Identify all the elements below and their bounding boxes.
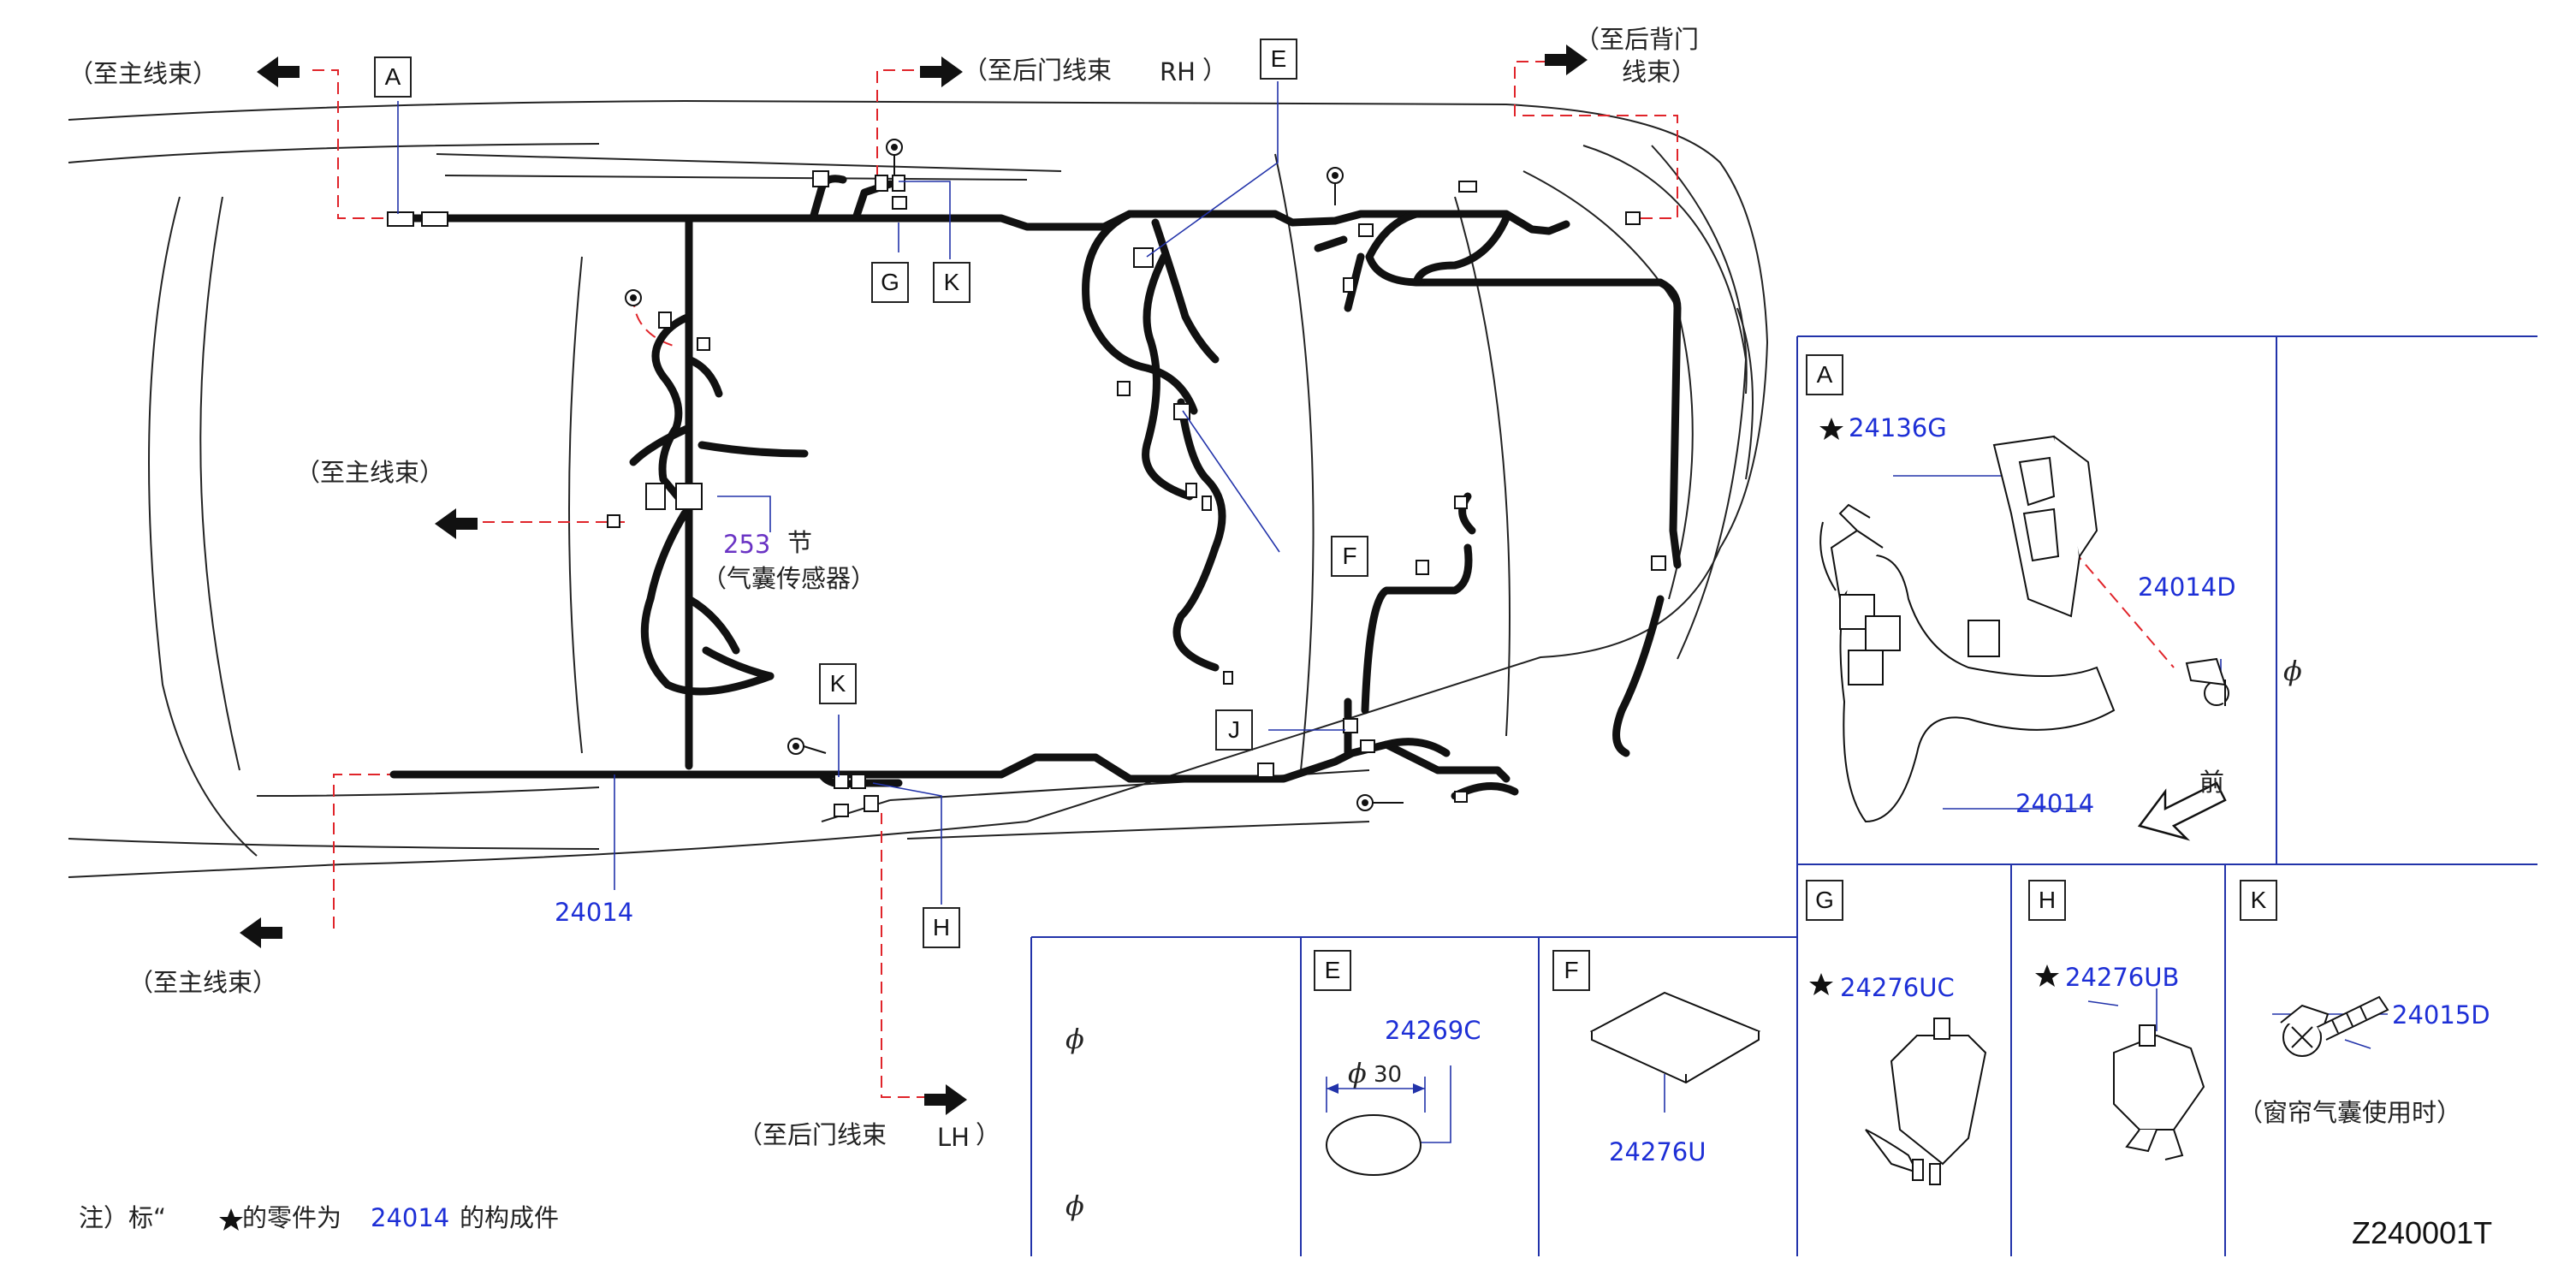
callout-to-back-door-line1: （至后背门 <box>1575 25 1700 54</box>
star-icons <box>219 418 2059 1231</box>
arrow-right-icon <box>1545 45 1588 75</box>
detail-h-illustration <box>2113 1024 2205 1160</box>
star-icon <box>2035 964 2059 987</box>
car-body-outline <box>68 99 1769 878</box>
diameter-symbol: ϕ <box>1348 1057 1367 1089</box>
callout-box-e: E <box>1260 39 1297 80</box>
part-number-f: 24276U <box>1609 1137 1706 1166</box>
callout-to-main-harness: （至主线束） <box>295 458 445 487</box>
label-rh-close: ） <box>1202 56 1228 85</box>
part-number-k: 24015D <box>2392 1000 2490 1030</box>
part-number-e: 24269C <box>1385 1016 1481 1045</box>
callout-box-k: K <box>819 663 857 704</box>
diameter-value: 30 <box>1374 1062 1403 1088</box>
callout-box-k: K <box>933 262 970 303</box>
detail-f-illustration <box>1589 991 1761 1084</box>
detail-box-e: E <box>1314 950 1351 991</box>
part-number-harness-a: 24014 <box>2015 789 2095 818</box>
arrow-left-icon <box>257 56 300 87</box>
part-number-main-harness: 24014 <box>555 898 634 927</box>
star-icon <box>1809 973 1833 995</box>
footnote-mid: 的零件为 <box>242 1203 342 1232</box>
arrow-left-icon <box>240 917 282 948</box>
detail-box-h: H <box>2028 880 2066 921</box>
callout-to-main-harness: （至主线束） <box>68 59 218 88</box>
not-applicable-mark: ϕ <box>1065 1023 1084 1055</box>
detail-a-illustration <box>1819 435 2229 823</box>
not-applicable-mark: ϕ <box>1065 1190 1084 1222</box>
sensor-section-ref: 253 <box>723 530 771 559</box>
detail-g-illustration <box>1865 1018 1987 1185</box>
footnote-suffix: 的构成件 <box>460 1203 560 1232</box>
curtain-airbag-note: （窗帘气囊使用时） <box>2238 1098 2462 1127</box>
detail-box-a: A <box>1806 354 1843 395</box>
detail-box-k: K <box>2240 880 2277 921</box>
star-icon <box>1819 418 1843 440</box>
detail-panel-frames <box>1030 335 2537 1256</box>
ground-leads <box>803 155 1404 804</box>
detail-e-illustration <box>1326 1077 1426 1176</box>
callout-to-rear-door-harness-rh: （至后门线束 <box>963 56 1113 85</box>
detail-box-g: G <box>1806 880 1843 921</box>
label-rh: RH <box>1160 57 1196 86</box>
callout-box-f: F <box>1331 536 1368 577</box>
callout-to-rear-door-harness-lh: （至后门线束 <box>738 1120 887 1149</box>
sensor-name: （气囊传感器） <box>702 564 876 593</box>
main-harness <box>389 175 1682 800</box>
front-label: 前 <box>2199 768 2225 797</box>
footnote-part: 24014 <box>371 1203 450 1232</box>
callout-box-a: A <box>374 56 412 98</box>
arrow-right-icon <box>924 1084 967 1115</box>
front-direction-arrow-icon <box>2137 781 2227 841</box>
callout-to-back-door-line2: 线束） <box>1622 57 1697 86</box>
part-number-g: 24276UC <box>1840 973 1955 1002</box>
star-icon <box>219 1208 243 1231</box>
callout-arrows <box>240 45 1588 1115</box>
not-applicable-mark: ϕ <box>2283 655 2302 687</box>
part-number-bracket-a: 24014D <box>2138 573 2236 602</box>
label-lh: LH <box>937 1123 970 1152</box>
callout-box-h: H <box>923 907 960 948</box>
callout-box-j: J <box>1215 709 1253 751</box>
detail-k-illustration <box>2280 995 2389 1057</box>
callout-to-main-harness: （至主线束） <box>128 968 278 997</box>
detail-box-f: F <box>1552 950 1590 991</box>
connectors <box>387 170 1666 817</box>
arrow-right-icon <box>920 56 963 87</box>
ground-terminals <box>625 139 1374 811</box>
arrow-left-icon <box>435 508 478 539</box>
sensor-section-label: 节 <box>787 528 813 557</box>
figure-code: Z240001T <box>2352 1215 2493 1250</box>
part-number-h: 24276UB <box>2065 963 2180 992</box>
label-lh-close: ） <box>976 1120 1001 1149</box>
part-number-clip-a: 24136G <box>1849 413 1947 442</box>
footnote-prefix: 注）标“ <box>79 1203 167 1232</box>
callout-box-g: G <box>871 262 909 303</box>
